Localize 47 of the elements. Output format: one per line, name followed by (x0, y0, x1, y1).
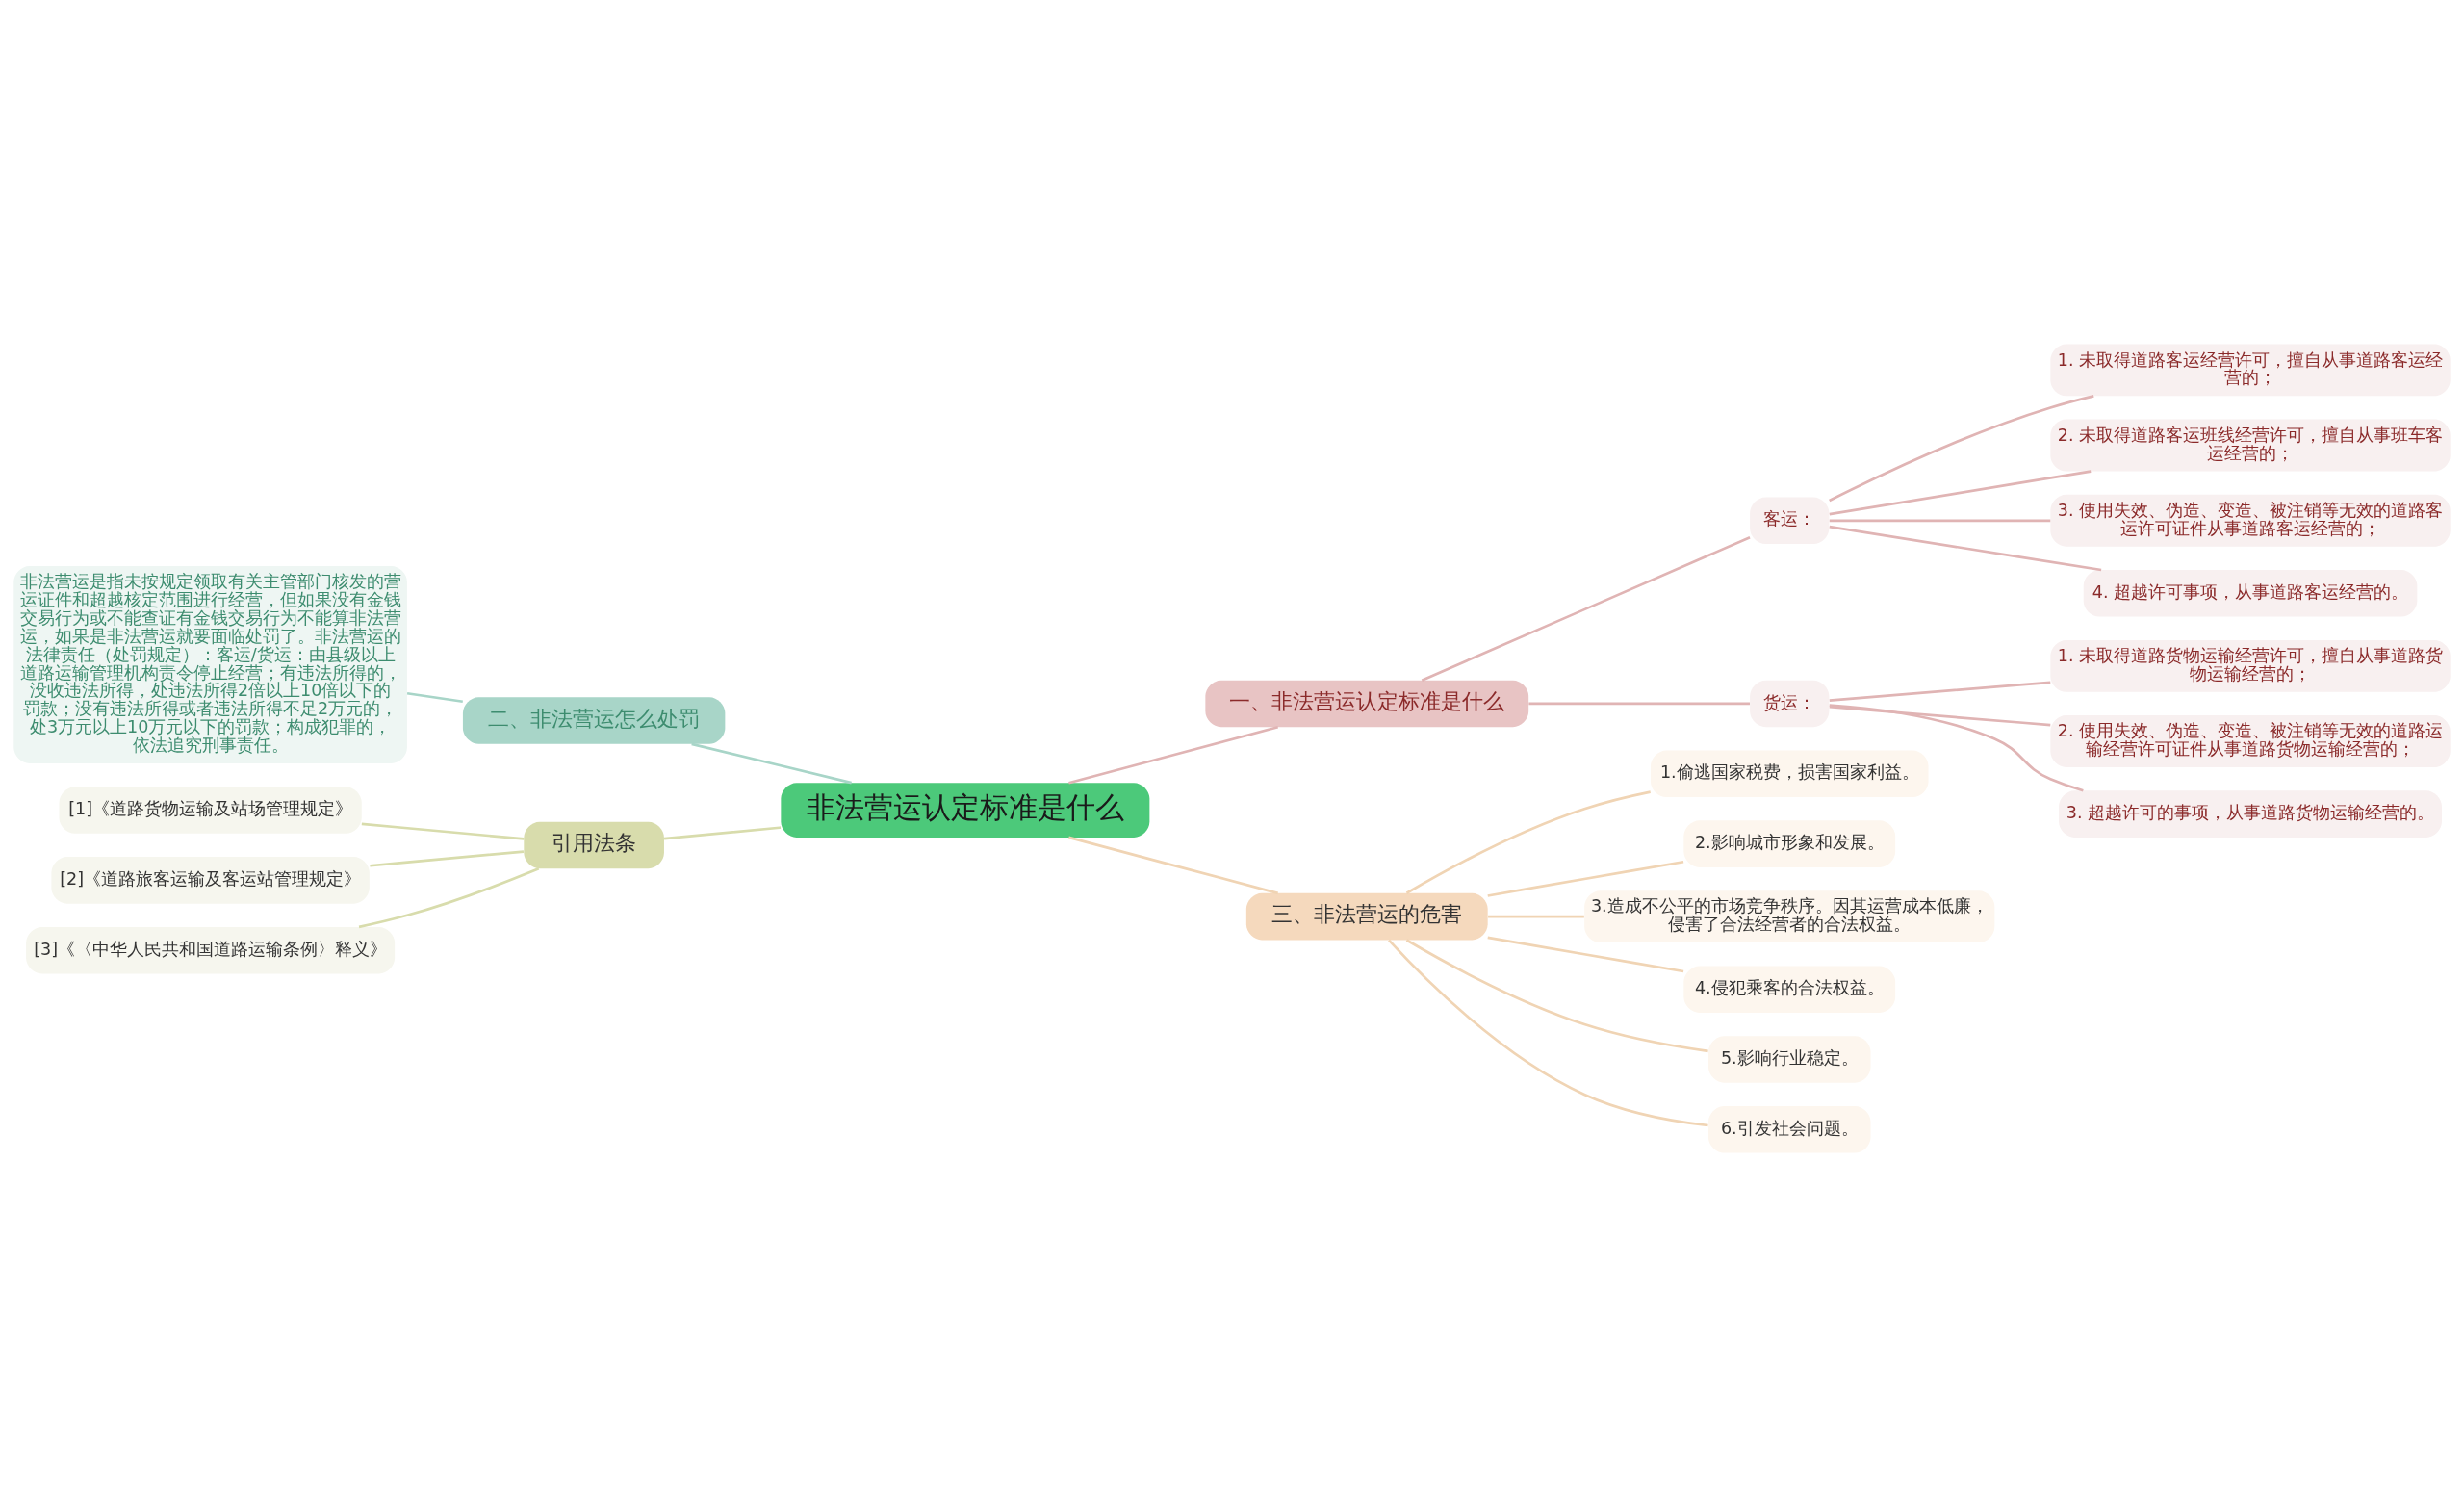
node-box: 4.侵犯乘客的合法权益。 (1683, 966, 1896, 1013)
connector (361, 822, 525, 840)
connector (1405, 790, 1651, 894)
connector (406, 691, 463, 704)
node-box: 3. 使用失效、伪造、变造、被注销等无效的道路客运许可证件从事道路客运经营的； (2050, 494, 2451, 547)
node-box: 引用法条 (524, 821, 664, 869)
connector (1829, 704, 2084, 792)
connector (370, 850, 525, 867)
node-box: 非法营运认定标准是什么 (781, 783, 1150, 838)
connector (1488, 915, 1584, 918)
node-box: 2. 未取得道路客运班线经营许可，擅自从事班车客运经营的； (2050, 419, 2451, 472)
connector (1421, 535, 1751, 682)
node-box: 2. 使用失效、伪造、变造、被注销等无效的道路运输经营许可证件从事道路货物运输经营的； (2050, 715, 2451, 768)
connector (1487, 936, 1684, 973)
node-box: 4. 超越许可事项，从事道路客运经营的。 (2083, 570, 2418, 617)
connector (1528, 702, 1750, 706)
node-box: [1]《道路货物运输及站场管理规定》 (59, 787, 362, 834)
node-box: 5.影响行业稳定。 (1707, 1036, 1871, 1083)
node-box: 二、非法营运怎么处罚 (462, 697, 726, 744)
node-box: 非法营运是指未按规定领取有关主管部门核发的营运证件和超越核定范围进行经营，但如果没有金钱交易行为或不能查证有金钱交易行为不能算非法营运，如果是非法营运就要面临处罚了。非法营运的法律责任（处罚规定）：客运/货运：由县级以上道路运输管理机构责令停止经营；有违法所得的，没收违法所得，处违法所得2倍以上10倍以下的罚款；没有违法所得或者违法所得不足2万元的，处3万元以上10万元以下的罚款；构成犯罪的，依法追究刑事责任。 (13, 566, 407, 763)
connector (1068, 836, 1279, 895)
connector (1487, 860, 1684, 897)
node-box: [3]《〈中华人民共和国道路运输条例〉释义》 (26, 926, 396, 974)
node-box: 6.引发社会问题。 (1707, 1106, 1871, 1153)
connector (1829, 519, 2051, 523)
connector (691, 742, 852, 785)
connector (1829, 681, 2051, 702)
connector (663, 826, 782, 840)
connector (1829, 470, 2092, 516)
node-box: 2.影响城市形象和发展。 (1683, 820, 1896, 867)
connector (358, 867, 540, 929)
node-box: 货运： (1750, 680, 1830, 728)
connector (1068, 726, 1279, 785)
node-box: 三、非法营运的危害 (1245, 892, 1488, 941)
node-box: 3. 超越许可的事项，从事道路货物运输经营的。 (2059, 790, 2442, 838)
connector (1405, 939, 1708, 1053)
node-box: 1. 未取得道路货物运输经营许可，擅自从事道路货物运输经营的； (2050, 639, 2451, 692)
node-box: 一、非法营运认定标准是什么 (1205, 680, 1529, 728)
connector (1388, 939, 1708, 1127)
connector (1829, 525, 2102, 572)
connector (1829, 705, 2051, 727)
node-box: 1. 未取得道路客运经营许可，擅自从事道路客运经营的； (2050, 344, 2451, 397)
node-box: 3.造成不公平的市场竞争秩序。因其运营成本低廉，侵害了合法经营者的合法权益。 (1584, 890, 1995, 943)
node-box: 客运： (1750, 497, 1830, 545)
node-box: [2]《道路旅客运输及客运站管理规定》 (51, 857, 370, 904)
node-box: 1.偷逃国家税费，损害国家利益。 (1650, 750, 1929, 798)
connector (1829, 395, 2094, 503)
